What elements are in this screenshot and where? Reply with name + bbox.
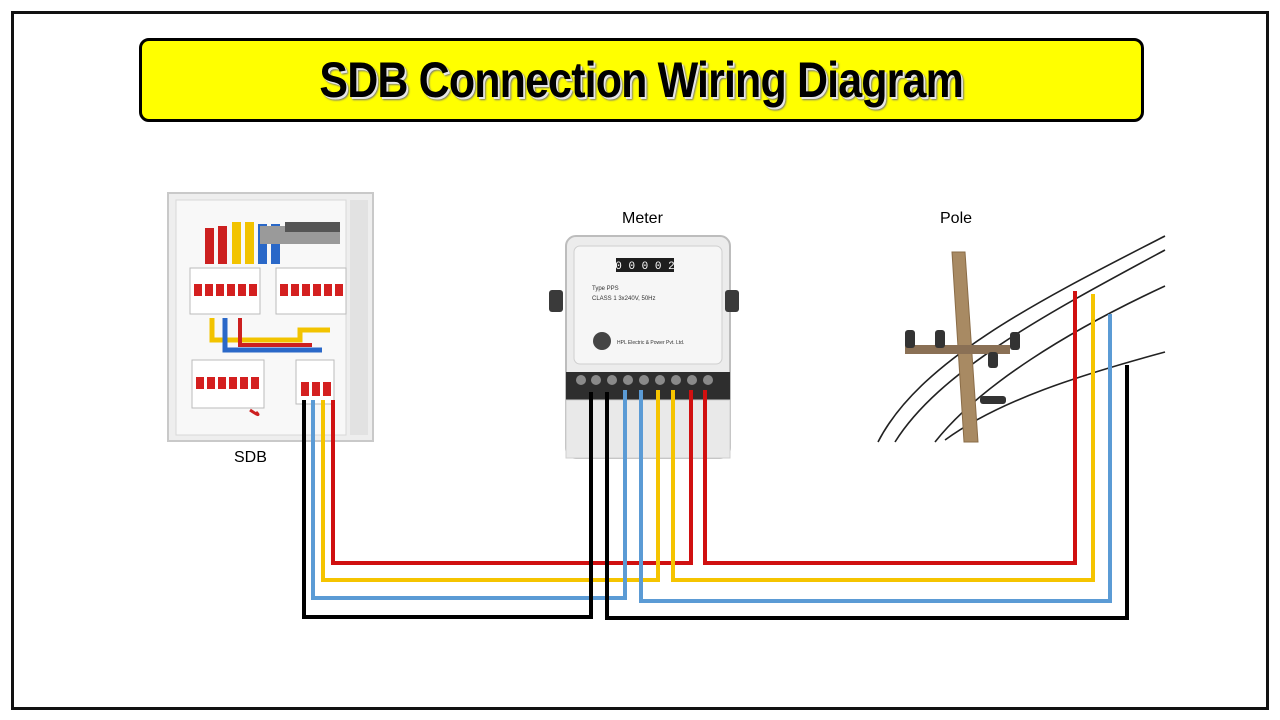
sdb-main-isolator	[295, 359, 335, 405]
utility-pole	[877, 235, 1166, 443]
wire-red-pole	[703, 291, 1077, 565]
meter-label: Meter	[622, 210, 663, 227]
sdb-top-busbars	[205, 222, 340, 264]
title-banner: SDB Connection Wiring Diagram	[139, 38, 1144, 122]
wire-blue-pole	[639, 314, 1112, 603]
meter-display	[616, 258, 674, 272]
meter-type-line: Type PPS	[592, 286, 619, 292]
diagram-frame	[11, 11, 1269, 710]
sdb-upper-left-breakers	[189, 267, 261, 315]
sdb-distribution-board	[167, 192, 374, 442]
sdb-lower-breakers	[191, 359, 265, 417]
wire-red-sdb	[331, 390, 693, 565]
meter-maker: HPL Electric & Power Pvt. Ltd.	[617, 340, 684, 346]
wires-pole-to-meter	[605, 291, 1129, 620]
meter-reading: 0 0 0 0 2	[615, 261, 674, 273]
wire-yellow-pole	[671, 294, 1095, 582]
wire-black-sdb	[302, 392, 593, 619]
energy-meter: 0 0 0 0 2 Type PPS CLASS 1 3x240V, 50Hz …	[549, 235, 739, 459]
meter-maker-logo	[593, 332, 611, 350]
wire-blue-sdb	[311, 390, 627, 600]
sdb-label: SDB	[234, 449, 267, 466]
wires-meter-to-sdb	[302, 390, 693, 619]
sdb-upper-right-breakers	[275, 267, 347, 315]
wire-black-pole	[605, 365, 1129, 620]
meter-class-line: CLASS 1 3x240V, 50Hz	[592, 296, 656, 302]
pole-label: Pole	[940, 210, 973, 227]
wire-yellow-sdb	[321, 390, 660, 582]
page-title: SDB Connection Wiring Diagram	[319, 52, 964, 108]
